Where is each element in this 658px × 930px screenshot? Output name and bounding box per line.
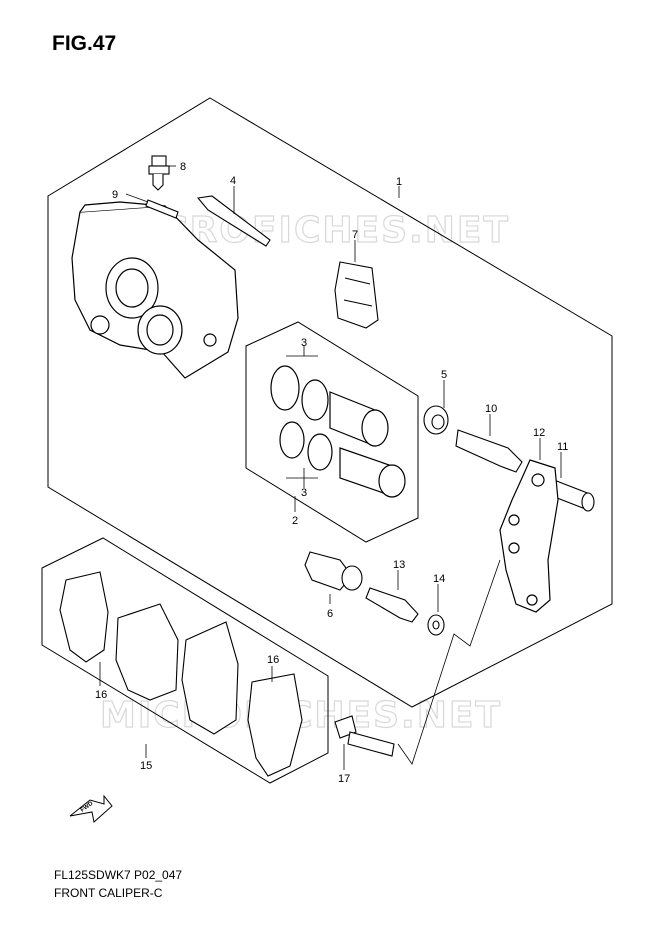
callout-15: 15 bbox=[140, 760, 152, 772]
callout-5: 5 bbox=[441, 369, 447, 381]
boot-upper bbox=[423, 405, 449, 435]
callout-7: 7 bbox=[352, 229, 358, 241]
callout-13: 13 bbox=[393, 559, 405, 571]
boot-lower bbox=[304, 551, 363, 591]
caliper-assembly-outline bbox=[47, 97, 613, 708]
caliper-body bbox=[71, 201, 239, 379]
figure-title: FIG.47 bbox=[52, 32, 117, 55]
callout-9: 9 bbox=[112, 189, 118, 201]
callout-3-top: 3 bbox=[301, 337, 307, 349]
callout-4: 4 bbox=[230, 175, 236, 187]
callout-3-bottom: 3 bbox=[301, 487, 307, 499]
pistons-and-seals bbox=[270, 365, 406, 498]
callout-8: 8 bbox=[180, 161, 186, 173]
washer bbox=[427, 614, 445, 636]
figure-code: FL125SDWK7 P02_047 bbox=[54, 868, 183, 882]
leader-lines bbox=[99, 165, 562, 770]
callout-1: 1 bbox=[396, 176, 402, 188]
callout-labels: 1 2 3 3 4 5 6 7 8 9 10 11 12 13 14 15 16… bbox=[95, 161, 568, 785]
pad-spring bbox=[334, 261, 379, 329]
bleeder-valve bbox=[148, 155, 170, 191]
callout-16-right: 16 bbox=[267, 654, 279, 666]
fwd-arrow-icon: FWD bbox=[69, 794, 113, 823]
slide-pin-10 bbox=[455, 429, 523, 473]
slide-pin-11 bbox=[551, 479, 595, 512]
callout-17: 17 bbox=[338, 773, 350, 785]
brake-pads bbox=[59, 571, 303, 777]
callout-12: 12 bbox=[533, 427, 545, 439]
figure-name: FRONT CALIPER-C bbox=[54, 886, 163, 900]
caliper-holder bbox=[499, 459, 559, 613]
callout-2: 2 bbox=[292, 515, 298, 527]
callout-6: 6 bbox=[327, 608, 333, 620]
piston-set-outline bbox=[245, 321, 419, 543]
slide-pin-bolt bbox=[365, 587, 419, 623]
bleeder-cap bbox=[145, 199, 179, 219]
callout-10: 10 bbox=[485, 403, 497, 415]
callout-16-left: 16 bbox=[95, 689, 107, 701]
callout-11: 11 bbox=[557, 441, 568, 453]
pad-mounting-pin bbox=[196, 195, 271, 247]
callout-14: 14 bbox=[433, 573, 445, 585]
brake-pad-set-outline bbox=[41, 537, 329, 784]
caliper-mounting-bolt bbox=[334, 715, 395, 757]
